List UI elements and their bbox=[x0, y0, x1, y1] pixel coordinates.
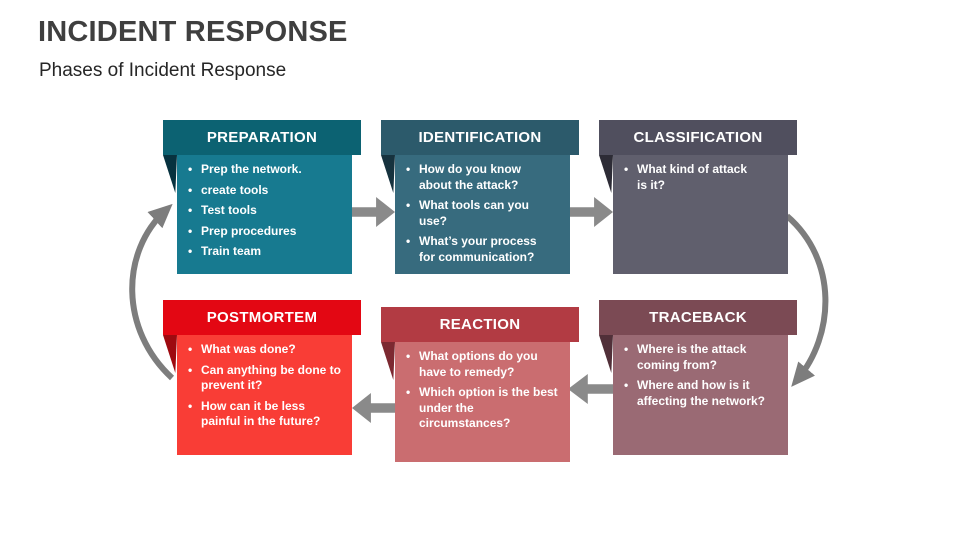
bullet-item: Can anything be done to prevent it? bbox=[187, 363, 342, 394]
phase-box-identification: IDENTIFICATION How do you know about the… bbox=[381, 120, 579, 274]
curved-arrow-classification-to-traceback-icon bbox=[785, 213, 829, 387]
phase-title: CLASSIFICATION bbox=[633, 129, 763, 146]
arrow-identification-to-classification-icon bbox=[570, 197, 613, 227]
bullet-list: How do you know about the attack? What t… bbox=[405, 162, 560, 265]
phase-title: REACTION bbox=[439, 316, 521, 333]
bullet-list: What kind of attack is it? bbox=[623, 162, 778, 193]
slide-subtitle: Phases of Incident Response bbox=[39, 60, 287, 81]
phase-title: PREPARATION bbox=[206, 129, 318, 146]
slide-title: INCIDENT RESPONSE bbox=[38, 16, 348, 48]
bullet-item: How can it be less painful in the future… bbox=[187, 399, 342, 430]
ribbon-fold-icon bbox=[163, 155, 177, 193]
ribbon-fold-icon bbox=[599, 155, 613, 193]
phase-box-classification: CLASSIFICATION What kind of attack is it… bbox=[599, 120, 797, 274]
bullet-item: create tools bbox=[187, 183, 342, 199]
phase-header-preparation: PREPARATION bbox=[163, 120, 361, 155]
phase-title: TRACEBACK bbox=[649, 309, 747, 326]
phase-box-traceback: TRACEBACK Where is the attack coming fro… bbox=[599, 300, 797, 455]
phase-header-traceback: TRACEBACK bbox=[599, 300, 797, 335]
phase-body-preparation: Prep the network. create tools Test tool… bbox=[177, 155, 352, 274]
bullet-item: What was done? bbox=[187, 342, 342, 358]
phase-header-postmortem: POSTMORTEM bbox=[163, 300, 361, 335]
curved-arrow-postmortem-to-preparation-icon bbox=[129, 203, 175, 381]
phase-header-reaction: REACTION bbox=[381, 307, 579, 342]
bullet-item: Prep procedures bbox=[187, 224, 342, 240]
arrow-reaction-to-postmortem-icon bbox=[352, 393, 395, 423]
phase-box-postmortem: POSTMORTEM What was done? Can anything b… bbox=[163, 300, 361, 455]
phase-box-preparation: PREPARATION Prep the network. create too… bbox=[163, 120, 361, 274]
bullet-item: What’s your process for communication? bbox=[405, 234, 560, 265]
arrow-traceback-to-reaction-icon bbox=[568, 374, 613, 404]
ribbon-fold-icon bbox=[381, 155, 395, 193]
phase-header-classification: CLASSIFICATION bbox=[599, 120, 797, 155]
bullet-item: What kind of attack is it? bbox=[623, 162, 778, 193]
bullet-list: What was done? Can anything be done to p… bbox=[187, 342, 342, 430]
bullet-list: What options do you have to remedy? Whic… bbox=[405, 349, 560, 432]
bullet-item: How do you know about the attack? bbox=[405, 162, 560, 193]
bullet-item: Where and how is it affecting the networ… bbox=[623, 378, 778, 409]
bullet-list: Where is the attack coming from? Where a… bbox=[623, 342, 778, 409]
phase-body-postmortem: What was done? Can anything be done to p… bbox=[177, 335, 352, 455]
phase-title: IDENTIFICATION bbox=[418, 129, 542, 146]
ribbon-fold-icon bbox=[381, 342, 395, 380]
phase-header-identification: IDENTIFICATION bbox=[381, 120, 579, 155]
phase-box-reaction: REACTION What options do you have to rem… bbox=[381, 307, 579, 462]
phase-body-traceback: Where is the attack coming from? Where a… bbox=[613, 335, 788, 455]
ribbon-fold-icon bbox=[599, 335, 613, 373]
bullet-item: Test tools bbox=[187, 203, 342, 219]
bullet-item: What options do you have to remedy? bbox=[405, 349, 560, 380]
bullet-item: Train team bbox=[187, 244, 342, 260]
bullet-list: Prep the network. create tools Test tool… bbox=[187, 162, 342, 260]
phase-body-classification: What kind of attack is it? bbox=[613, 155, 788, 274]
bullet-item: Which option is the best under the circu… bbox=[405, 385, 560, 432]
phase-title: POSTMORTEM bbox=[206, 309, 318, 326]
phase-body-reaction: What options do you have to remedy? Whic… bbox=[395, 342, 570, 462]
bullet-item: Where is the attack coming from? bbox=[623, 342, 778, 373]
bullet-item: What tools can you use? bbox=[405, 198, 560, 229]
arrow-preparation-to-identification-icon bbox=[352, 197, 395, 227]
bullet-item: Prep the network. bbox=[187, 162, 342, 178]
phase-body-identification: How do you know about the attack? What t… bbox=[395, 155, 570, 274]
ribbon-fold-icon bbox=[163, 335, 177, 373]
